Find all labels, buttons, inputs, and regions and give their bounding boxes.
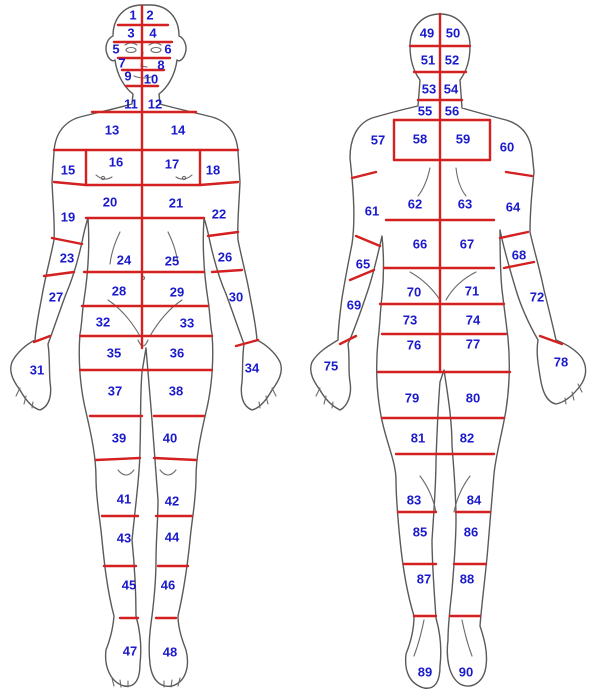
region-label-12: 12 <box>148 96 162 111</box>
region-label-41: 41 <box>117 491 131 506</box>
region-label-83: 83 <box>407 492 421 507</box>
region-label-85: 85 <box>413 524 427 539</box>
region-label-90: 90 <box>459 664 473 679</box>
region-label-78: 78 <box>554 354 568 369</box>
region-label-86: 86 <box>464 524 478 539</box>
region-label-26: 26 <box>218 249 232 264</box>
region-label-49: 49 <box>420 25 434 40</box>
region-label-3: 3 <box>127 25 134 40</box>
region-label-88: 88 <box>460 571 474 586</box>
region-label-79: 79 <box>405 390 419 405</box>
region-label-23: 23 <box>60 250 74 265</box>
region-label-48: 48 <box>163 644 177 659</box>
region-label-42: 42 <box>165 493 179 508</box>
region-label-73: 73 <box>403 312 417 327</box>
region-label-58: 58 <box>413 131 427 146</box>
region-label-62: 62 <box>408 196 422 211</box>
region-label-65: 65 <box>356 256 370 271</box>
region-label-44: 44 <box>165 529 180 544</box>
region-label-70: 70 <box>407 284 421 299</box>
region-label-50: 50 <box>446 25 460 40</box>
region-label-31: 31 <box>30 362 44 377</box>
region-label-61: 61 <box>365 203 379 218</box>
region-label-17: 17 <box>165 156 179 171</box>
region-label-74: 74 <box>466 312 481 327</box>
region-label-81: 81 <box>411 430 425 445</box>
region-label-64: 64 <box>506 199 521 214</box>
region-label-30: 30 <box>229 289 243 304</box>
region-label-21: 21 <box>169 195 183 210</box>
region-label-11: 11 <box>124 96 138 111</box>
region-label-43: 43 <box>117 530 131 545</box>
region-label-77: 77 <box>466 336 480 351</box>
region-label-67: 67 <box>460 236 474 251</box>
region-label-5: 5 <box>112 41 119 56</box>
region-label-87: 87 <box>417 571 431 586</box>
region-label-76: 76 <box>407 337 421 352</box>
region-label-63: 63 <box>458 196 472 211</box>
region-label-40: 40 <box>163 430 177 445</box>
region-label-39: 39 <box>112 430 126 445</box>
region-label-33: 33 <box>180 315 194 330</box>
region-label-55: 55 <box>418 103 432 118</box>
region-label-52: 52 <box>445 52 459 67</box>
region-label-75: 75 <box>324 358 338 373</box>
region-label-72: 72 <box>530 289 544 304</box>
region-label-34: 34 <box>245 360 260 375</box>
region-label-60: 60 <box>500 139 514 154</box>
region-label-82: 82 <box>460 430 474 445</box>
region-label-59: 59 <box>456 131 470 146</box>
region-label-46: 46 <box>161 577 175 592</box>
region-label-2: 2 <box>146 7 153 22</box>
region-label-54: 54 <box>444 81 459 96</box>
region-label-68: 68 <box>512 247 526 262</box>
region-label-45: 45 <box>122 577 136 592</box>
region-label-16: 16 <box>109 154 123 169</box>
region-label-19: 19 <box>61 209 75 224</box>
region-label-57: 57 <box>371 132 385 147</box>
region-label-80: 80 <box>466 390 480 405</box>
region-label-14: 14 <box>171 122 186 137</box>
region-label-38: 38 <box>169 383 183 398</box>
region-label-32: 32 <box>96 314 110 329</box>
region-label-20: 20 <box>103 194 117 209</box>
region-label-13: 13 <box>105 122 119 137</box>
region-label-18: 18 <box>206 162 220 177</box>
region-label-15: 15 <box>61 162 75 177</box>
region-label-35: 35 <box>107 345 121 360</box>
region-label-22: 22 <box>212 206 226 221</box>
region-label-8: 8 <box>157 57 164 72</box>
region-label-71: 71 <box>465 283 479 298</box>
region-label-37: 37 <box>108 383 122 398</box>
region-label-56: 56 <box>445 103 459 118</box>
region-label-9: 9 <box>124 68 131 83</box>
region-label-24: 24 <box>117 252 132 267</box>
region-label-89: 89 <box>418 664 432 679</box>
region-label-53: 53 <box>422 81 436 96</box>
region-label-66: 66 <box>413 236 427 251</box>
region-label-4: 4 <box>149 25 157 40</box>
region-label-1: 1 <box>129 7 136 22</box>
region-label-10: 10 <box>144 71 158 86</box>
region-label-36: 36 <box>170 345 184 360</box>
region-label-27: 27 <box>49 289 63 304</box>
region-label-28: 28 <box>112 283 126 298</box>
region-label-47: 47 <box>123 643 137 658</box>
front-body-figure <box>11 5 282 687</box>
region-label-51: 51 <box>421 52 435 67</box>
region-label-29: 29 <box>170 284 184 299</box>
region-label-69: 69 <box>347 297 361 312</box>
region-label-25: 25 <box>165 253 179 268</box>
region-label-6: 6 <box>164 41 171 56</box>
region-label-84: 84 <box>467 492 482 507</box>
